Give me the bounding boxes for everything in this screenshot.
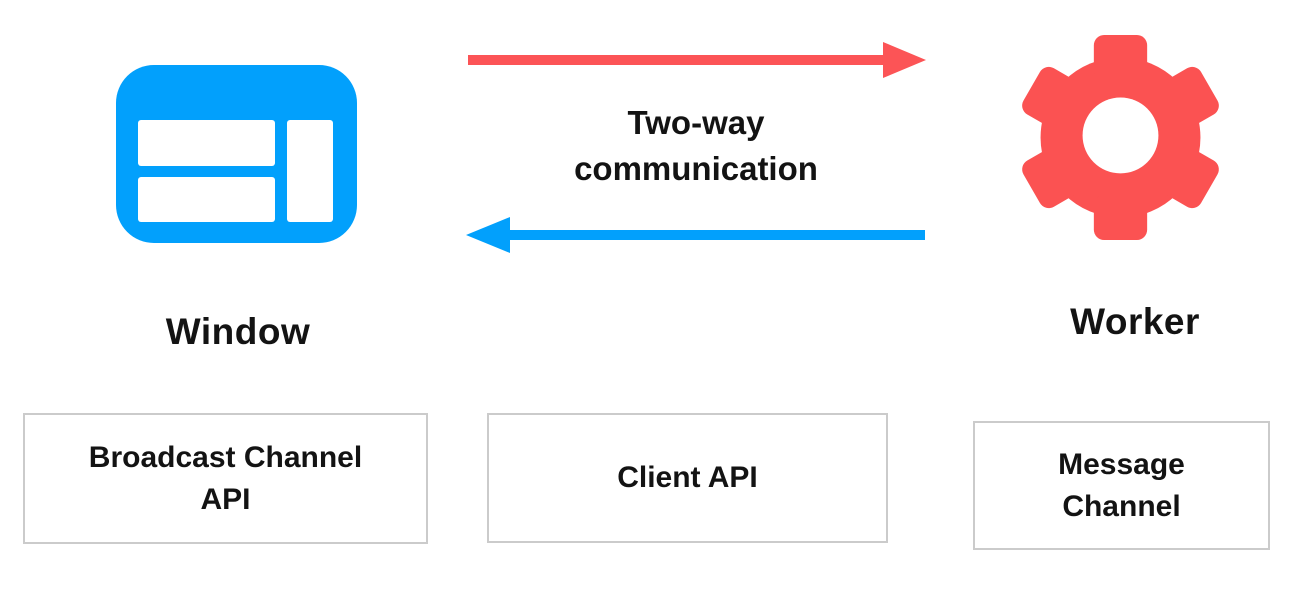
message-channel-label: Message Channel xyxy=(1058,447,1185,523)
client-api-label: Client API xyxy=(617,461,758,494)
broadcast-channel-api-box: Broadcast Channel API xyxy=(23,413,428,544)
arrow-to-worker-icon xyxy=(468,42,926,78)
window-label: Window xyxy=(165,311,311,352)
client-api-box: Client API xyxy=(487,413,888,543)
gear-icon xyxy=(1022,35,1219,240)
broadcast-channel-api-label: Broadcast Channel API xyxy=(88,440,363,516)
worker-label: Worker xyxy=(1070,301,1200,342)
window-icon xyxy=(116,65,357,243)
arrow-to-window-icon xyxy=(466,217,925,253)
two-way-communication-caption: Two-way communication xyxy=(574,104,818,187)
message-channel-box: Message Channel xyxy=(973,421,1270,550)
